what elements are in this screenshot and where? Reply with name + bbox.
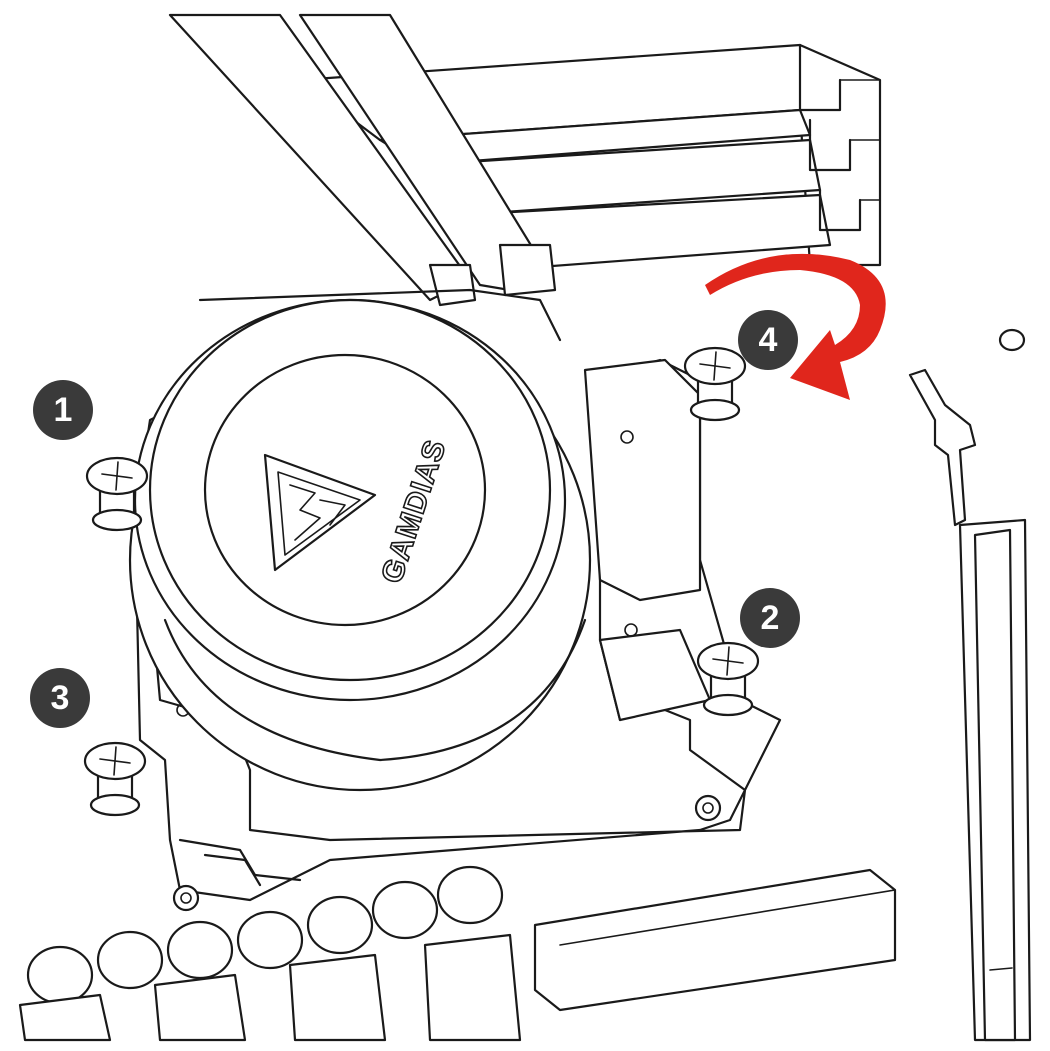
motherboard-components [18, 865, 897, 1042]
screw-4 [683, 346, 747, 422]
step-label-4: 4 [759, 321, 778, 359]
mounting-bracket [133, 358, 782, 912]
screw-1 [85, 456, 149, 532]
step-badge-3: 3 [30, 668, 90, 728]
step-label-3: 3 [51, 679, 70, 717]
step-badge-2: 2 [740, 588, 800, 648]
pump-head [128, 288, 592, 792]
step-badge-1: 1 [33, 380, 93, 440]
screw-2 [696, 641, 760, 717]
step-badge-4: 4 [738, 310, 798, 370]
screw-3 [83, 741, 147, 817]
step-label-1: 1 [54, 391, 73, 429]
step-label-2: 2 [761, 599, 780, 637]
ram-slots [298, 43, 882, 272]
pcie-slot [908, 328, 1032, 1042]
liquid-tubes [168, 13, 557, 307]
